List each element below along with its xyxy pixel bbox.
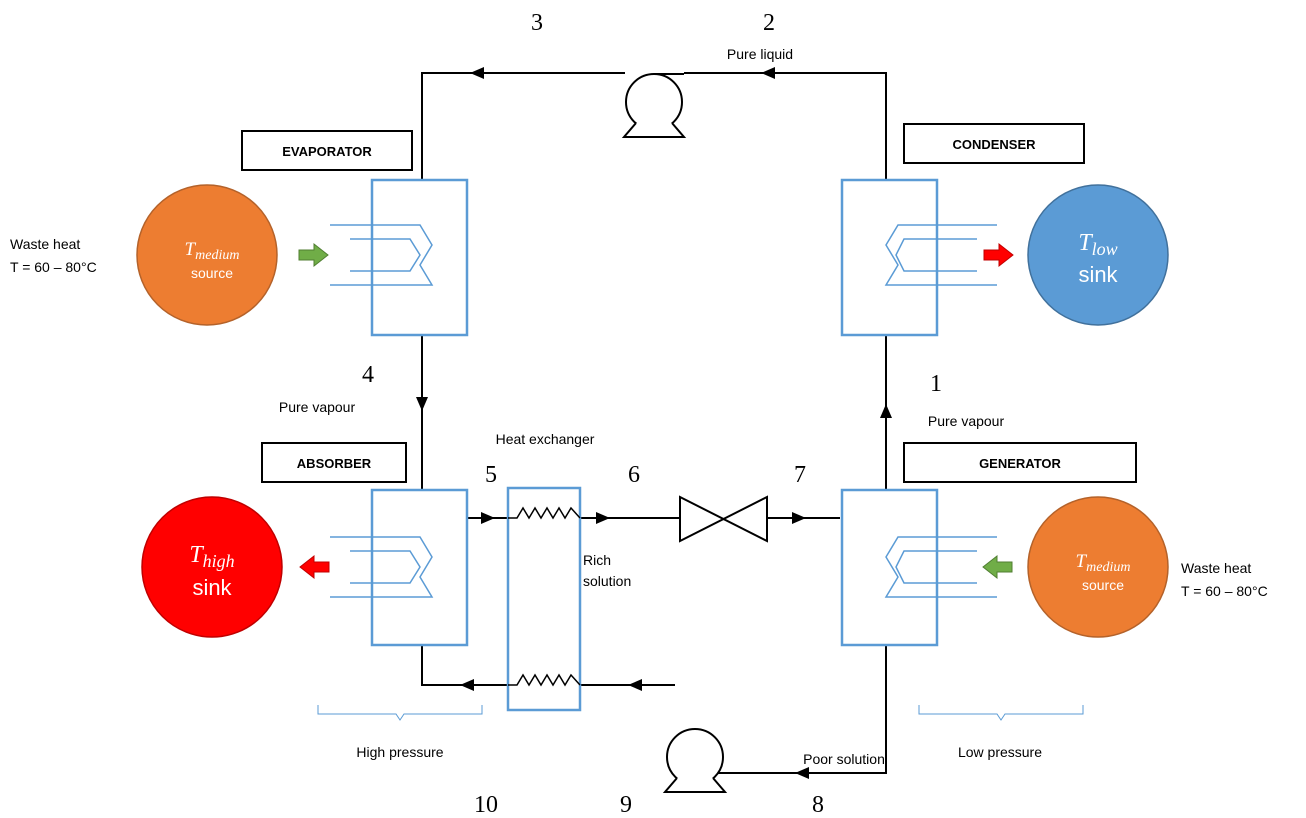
pump-9 (662, 728, 728, 793)
pipe-condenser-to-pump-2 (684, 72, 887, 180)
absorber-label: ABSORBER (297, 456, 372, 471)
solution-hx-top-zigzag (508, 506, 581, 520)
state-point-3: 3 (531, 10, 543, 36)
solution-heat-exchanger (506, 486, 582, 712)
left-source-subscript: medium (195, 248, 239, 263)
solution-hx-box (506, 486, 582, 712)
reservoir-left-source: Tmedium source (136, 184, 278, 326)
state-point-8: 8 (812, 792, 824, 818)
flow-arrow-8 (795, 767, 809, 779)
svg-text:Tmedium: Tmedium (1076, 551, 1131, 575)
pure-liquid-label: Pure liquid (727, 46, 793, 62)
state-point-9: 9 (620, 792, 632, 818)
state-point-7: 7 (794, 462, 806, 488)
right-sink-label: sink (1078, 262, 1118, 287)
flow-arrow-2 (761, 67, 775, 79)
condenser-unit (840, 178, 997, 337)
svg-text:Tlow: Tlow (1078, 230, 1117, 259)
state-point-5: 5 (485, 462, 497, 488)
state-point-2: 2 (763, 10, 775, 36)
reservoir-right-sink: Tlow sink (1027, 184, 1169, 326)
green-arrow-icon-left (298, 242, 329, 268)
absorber-unit (330, 488, 469, 647)
pump-2 (621, 73, 687, 138)
left-sink-symbol: T (189, 542, 204, 568)
red-arrow-icon-right (983, 242, 1014, 268)
rich-solution-label-2: solution (583, 573, 631, 589)
flow-arrows (416, 67, 892, 779)
pipe-generator-to-pump-9 (711, 645, 887, 774)
flow-arrow-5 (481, 512, 495, 524)
waste-heat-left-line1: Waste heat (10, 236, 80, 252)
evaporator-coil (330, 224, 434, 286)
state-point-10: 10 (474, 792, 498, 818)
high-pressure-label: High pressure (356, 744, 443, 760)
svg-text:Thigh: Thigh (189, 542, 234, 571)
pure-vapour-left-label: Pure vapour (279, 399, 356, 415)
reservoir-right-source: Tmedium source (1027, 496, 1169, 638)
rich-solution-label-1: Rich (583, 552, 611, 568)
reservoir-left-sink: Thigh sink (141, 496, 283, 638)
poor-solution-label: Poor solution (803, 751, 885, 767)
state-point-4: 4 (362, 362, 374, 388)
absorber-coil (330, 536, 434, 598)
right-source-symbol: T (1076, 551, 1088, 572)
right-source-label: source (1082, 577, 1124, 593)
condenser-coil (884, 224, 997, 286)
left-source-symbol: T (185, 239, 197, 260)
waste-heat-right-line1: Waste heat (1181, 560, 1251, 576)
evaporator-box (370, 178, 469, 337)
state-point-1: 1 (930, 371, 942, 397)
flow-arrow-3 (470, 67, 484, 79)
red-arrow-icon-left (299, 554, 330, 580)
pipe-hx-to-absorber (421, 645, 508, 686)
right-sink-symbol: T (1078, 230, 1093, 256)
flow-arrow-7 (792, 512, 806, 524)
state-point-6: 6 (628, 462, 640, 488)
flow-arrow-9 (628, 679, 642, 691)
pipework (421, 72, 887, 774)
condenser-label: CONDENSER (952, 137, 1036, 152)
svg-text:Tmedium: Tmedium (185, 239, 240, 263)
generator-coil (884, 536, 997, 598)
right-sink-subscript: low (1092, 239, 1118, 259)
generator-box (840, 488, 939, 647)
flow-arrow-10 (460, 679, 474, 691)
left-source-label: source (191, 265, 233, 281)
high-pressure-brace (317, 705, 483, 721)
flow-arrow-6 (596, 512, 610, 524)
green-arrow-icon-right (982, 554, 1013, 580)
heat-exchanger-label: Heat exchanger (496, 431, 595, 447)
condenser-box (840, 178, 939, 337)
evaporator-unit (330, 178, 469, 337)
solution-hx-bottom-zigzag (508, 673, 581, 687)
waste-heat-right-line2: T = 60 – 80°C (1181, 583, 1268, 599)
pipe-pump-2-to-evaporator (421, 72, 625, 180)
right-source-subscript: medium (1086, 560, 1130, 575)
low-pressure-brace (918, 705, 1084, 721)
left-sink-label: sink (192, 575, 232, 600)
flow-arrow-1 (880, 404, 892, 418)
pure-vapour-right-label: Pure vapour (928, 413, 1005, 429)
evaporator-label: EVAPORATOR (282, 144, 372, 159)
expansion-valve (679, 495, 768, 543)
left-sink-subscript: high (203, 551, 235, 571)
generator-label: GENERATOR (979, 456, 1061, 471)
flow-arrow-4 (416, 397, 428, 411)
low-pressure-label: Low pressure (958, 744, 1042, 760)
generator-unit (840, 488, 997, 647)
waste-heat-left-line2: T = 60 – 80°C (10, 259, 97, 275)
component-labels: EVAPORATOR CONDENSER ABSORBER GENERATOR (241, 123, 1137, 483)
